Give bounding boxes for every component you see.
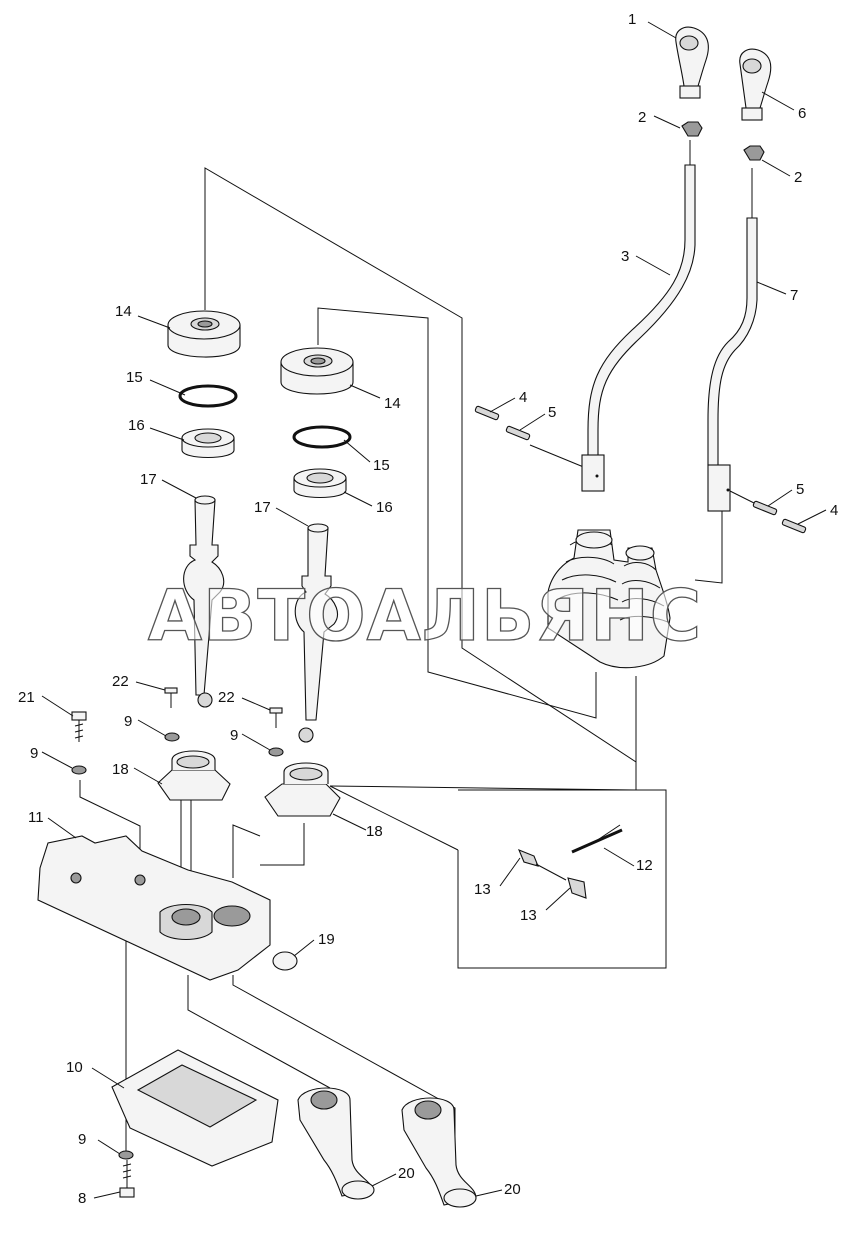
knob-right-part — [739, 48, 772, 121]
pin-parts — [474, 405, 807, 534]
callout-label: 18 — [112, 761, 129, 778]
callout-label: 5 — [796, 481, 804, 498]
callout-label: 11 — [28, 809, 44, 826]
shift-shaft-left-part — [183, 495, 225, 708]
callout-label: 13 — [474, 881, 491, 898]
plug-part — [272, 951, 298, 971]
callout-label: 10 — [66, 1059, 83, 1076]
callout-label: 21 — [18, 689, 35, 706]
callout-label: 20 — [398, 1165, 415, 1182]
callout-label: 19 — [318, 931, 335, 948]
rubber-boot-part — [547, 529, 671, 669]
callout-label: 4 — [519, 389, 527, 406]
callout-label: 22 — [218, 689, 235, 706]
callout-label: 16 — [376, 499, 393, 516]
callout-label: 20 — [504, 1181, 521, 1198]
callout-label: 1 — [628, 11, 636, 28]
callout-label: 12 — [636, 857, 653, 874]
shift-shaft-right-part — [294, 523, 338, 743]
callout-label: 5 — [548, 404, 556, 421]
nut-parts — [681, 121, 765, 161]
callout-label: 14 — [115, 303, 132, 320]
callout-label: 14 — [384, 395, 401, 412]
arm-left-part — [297, 1087, 375, 1200]
retaining-ring-parts — [178, 384, 352, 449]
callout-label: 9 — [124, 713, 132, 730]
callout-label: 18 — [366, 823, 383, 840]
callout-label: 6 — [798, 105, 806, 122]
bearing-left-part — [167, 310, 241, 358]
leader-lines — [41, 21, 827, 1199]
arm-right-part — [401, 1097, 477, 1208]
flange-left-part — [157, 750, 231, 801]
bearing-right-part — [280, 347, 354, 395]
shift-lever-left-part — [581, 164, 696, 492]
callout-labels: 1 2 3 4 5 6 2 7 5 4 14 15 16 17 14 15 16… — [18, 11, 838, 1207]
callout-label: 2 — [794, 169, 802, 186]
knob-left-part — [675, 26, 709, 99]
fitting-parts — [517, 849, 587, 899]
callout-label: 15 — [126, 369, 143, 386]
watermark-text: АВТОАЛЬЯНС — [148, 575, 702, 657]
callout-label: 4 — [830, 502, 838, 519]
callout-label: 15 — [373, 457, 390, 474]
callout-label: 17 — [140, 471, 157, 488]
callout-label: 13 — [520, 907, 537, 924]
callout-label: 7 — [790, 287, 798, 304]
callout-label: 9 — [78, 1131, 86, 1148]
callout-label: 9 — [230, 727, 238, 744]
callout-label: 9 — [30, 745, 38, 762]
bushing-parts — [181, 428, 347, 498]
flange-right-part — [264, 762, 341, 817]
callout-label: 17 — [254, 499, 271, 516]
callout-label: 3 — [621, 248, 629, 265]
housing-part — [37, 835, 271, 981]
callout-label: 8 — [78, 1190, 86, 1207]
bolt-parts — [71, 687, 283, 1198]
callout-label: 22 — [112, 673, 129, 690]
cover-part — [111, 1049, 279, 1167]
rod-part — [571, 828, 623, 854]
callout-label: 2 — [638, 109, 646, 126]
washer-parts — [71, 732, 284, 1160]
shift-lever-right-part — [707, 217, 758, 512]
callout-label: 16 — [128, 417, 145, 434]
